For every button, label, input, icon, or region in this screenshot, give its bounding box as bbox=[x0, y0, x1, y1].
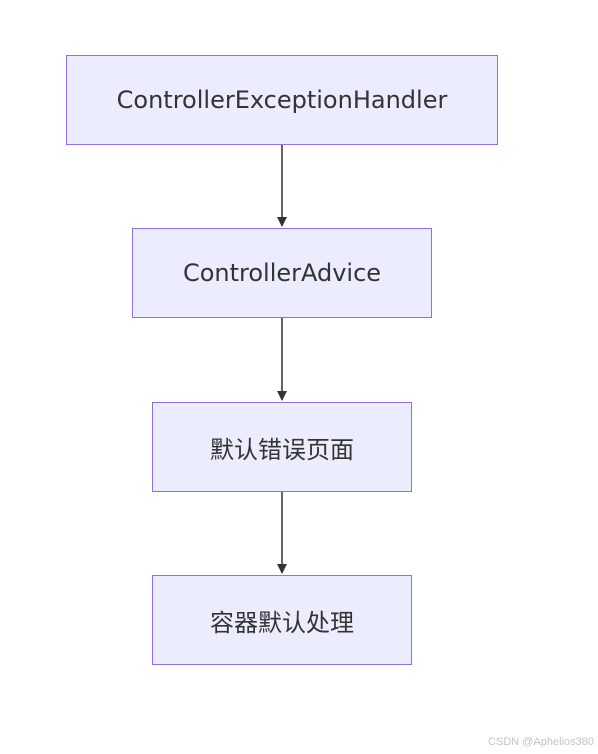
node-controller-exception-handler: ControllerExceptionHandler bbox=[66, 55, 498, 145]
node-label: 默认错误页面 bbox=[210, 435, 354, 464]
node-default-error-page: 默认错误页面 bbox=[152, 402, 412, 492]
node-container-default-handling: 容器默认处理 bbox=[152, 575, 412, 665]
node-controller-advice: ControllerAdvice bbox=[132, 228, 432, 318]
watermark: CSDN @Aphelios380 bbox=[488, 736, 594, 748]
node-label: 容器默认处理 bbox=[210, 608, 354, 637]
node-label: ControllerExceptionHandler bbox=[116, 86, 448, 114]
node-label: ControllerAdvice bbox=[182, 259, 382, 287]
